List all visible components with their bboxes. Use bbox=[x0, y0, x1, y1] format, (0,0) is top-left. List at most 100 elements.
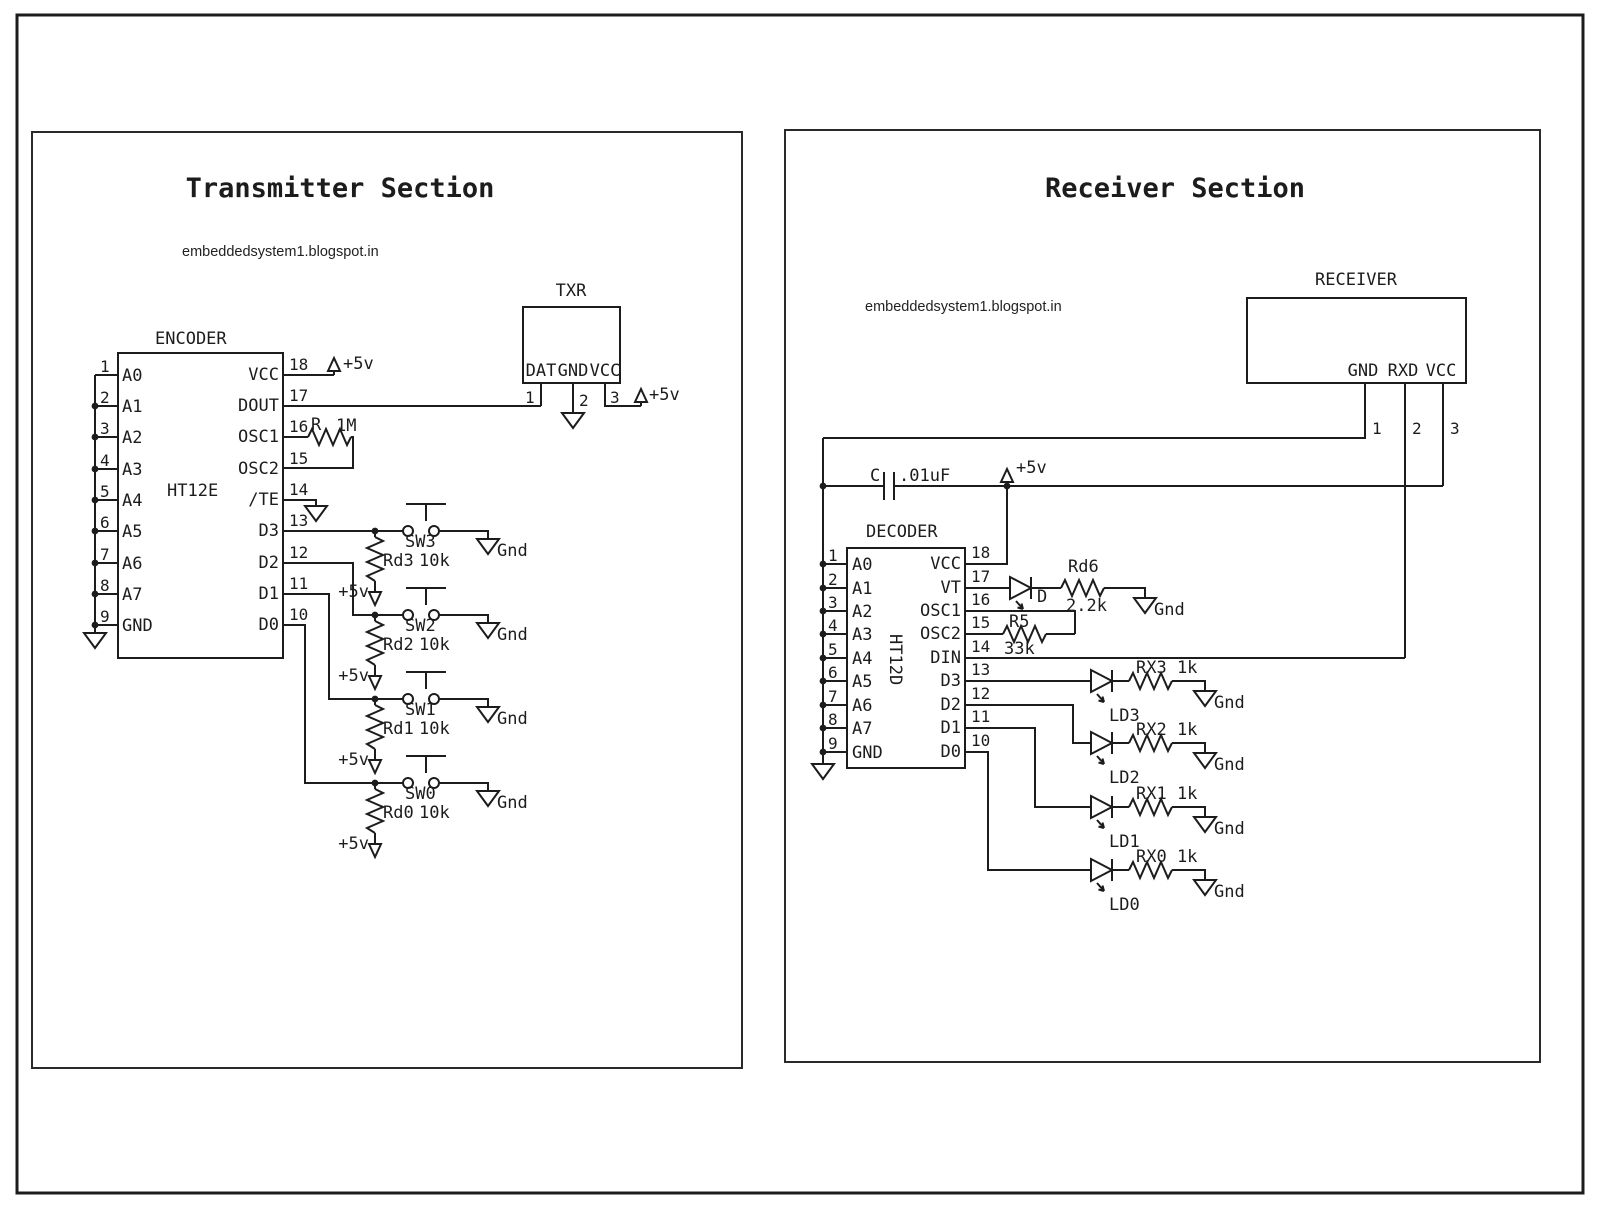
capacitor-name: C bbox=[870, 466, 880, 486]
resistor-label: RX1 1k bbox=[1136, 784, 1197, 804]
txr-pin-num: 3 bbox=[610, 388, 620, 407]
svg-text:12: 12 bbox=[289, 543, 308, 562]
svg-text:D0: D0 bbox=[259, 615, 279, 635]
gnd-label: Gnd bbox=[497, 793, 528, 813]
svg-text:A2: A2 bbox=[852, 602, 872, 622]
svg-text:8: 8 bbox=[828, 710, 838, 729]
receiver-border bbox=[784, 129, 1541, 1063]
svg-text:1: 1 bbox=[828, 546, 838, 565]
svg-text:A2: A2 bbox=[122, 428, 142, 448]
decoder-part-label: HT12D bbox=[885, 634, 905, 685]
svg-text:OSC2: OSC2 bbox=[920, 624, 961, 644]
pin: 2 A1 bbox=[823, 570, 872, 599]
ground-symbol bbox=[476, 706, 500, 723]
svg-text:4: 4 bbox=[828, 616, 838, 635]
resistor-name: Rd3 bbox=[383, 551, 414, 571]
encoder-part-label: HT12E bbox=[167, 481, 218, 501]
svg-text:5: 5 bbox=[828, 640, 838, 659]
resistor-name: Rd6 bbox=[1068, 557, 1099, 577]
svg-text:6: 6 bbox=[100, 513, 110, 532]
svg-text:10: 10 bbox=[971, 731, 990, 750]
led-symbol bbox=[1090, 731, 1113, 765]
capacitor-value: .01uF bbox=[899, 466, 950, 486]
resistor-name: Rd2 bbox=[383, 635, 414, 655]
svg-text:A1: A1 bbox=[852, 579, 872, 599]
led-symbol bbox=[1009, 576, 1032, 610]
power-arrow-icon bbox=[327, 357, 341, 376]
resistor-value: 10k bbox=[419, 551, 450, 571]
pull-resistor-symbol bbox=[366, 620, 384, 666]
power-arrow-icon bbox=[1000, 468, 1014, 487]
supply-rail: C .01uF +5v bbox=[819, 458, 1443, 565]
ground-symbol bbox=[1193, 816, 1217, 833]
svg-text:6: 6 bbox=[828, 663, 838, 682]
decoder-label: DECODER bbox=[866, 522, 938, 542]
rail-label: +5v bbox=[338, 750, 369, 770]
svg-text:2: 2 bbox=[828, 570, 838, 589]
rx-pin-num: 2 bbox=[1412, 419, 1422, 438]
pin: /TE 14 bbox=[248, 480, 308, 510]
svg-text:3: 3 bbox=[828, 593, 838, 612]
led-symbol bbox=[1090, 795, 1113, 829]
switch-row-sw1: +5v Rd1 10k SW1 Gnd bbox=[283, 593, 528, 774]
svg-text:DIN: DIN bbox=[930, 648, 961, 668]
svg-text:A5: A5 bbox=[122, 522, 142, 542]
resistor-name: R bbox=[311, 415, 322, 435]
svg-text:D3: D3 bbox=[941, 671, 961, 691]
svg-text:16: 16 bbox=[289, 417, 308, 436]
svg-text:3: 3 bbox=[100, 419, 110, 438]
led-label: LD0 bbox=[1109, 895, 1140, 915]
power-arrow-icon bbox=[368, 671, 382, 690]
switch-row-sw0: +5v Rd0 10k SW0 Gnd bbox=[283, 624, 528, 858]
txr-vcc-label: +5v bbox=[649, 385, 680, 405]
outer-border bbox=[15, 13, 1585, 1195]
led-symbol bbox=[1090, 858, 1113, 892]
svg-text:D2: D2 bbox=[259, 553, 279, 573]
txr-body bbox=[522, 306, 621, 384]
pin: D1 11 bbox=[941, 707, 991, 738]
switch-row-sw2: +5v Rd2 10k SW2 Gnd bbox=[283, 562, 528, 690]
encoder-body bbox=[117, 352, 284, 659]
svg-text:/TE: /TE bbox=[248, 490, 279, 510]
transmitter-border bbox=[31, 131, 743, 1069]
svg-text:14: 14 bbox=[971, 637, 990, 656]
ground-symbol bbox=[304, 505, 328, 522]
txr-pin-num: 2 bbox=[579, 391, 589, 410]
pin: 3 A2 bbox=[95, 419, 142, 448]
encoder-osc-resistor: R 1M bbox=[283, 415, 356, 469]
svg-text:A0: A0 bbox=[122, 366, 142, 386]
svg-text:A7: A7 bbox=[122, 585, 142, 605]
receiver-module-label: RECEIVER bbox=[1315, 270, 1398, 290]
svg-text:A6: A6 bbox=[852, 696, 872, 716]
svg-text:14: 14 bbox=[289, 480, 308, 499]
svg-text:17: 17 bbox=[971, 567, 990, 586]
led-row-ld0: RX0 1k Gnd LD0 bbox=[965, 751, 1245, 915]
gnd-label: Gnd bbox=[1214, 819, 1245, 839]
pull-resistor-symbol bbox=[366, 788, 384, 834]
svg-text:A6: A6 bbox=[122, 554, 142, 574]
pin: 3 A2 bbox=[823, 593, 872, 622]
vcc-label: +5v bbox=[343, 354, 374, 374]
svg-text:11: 11 bbox=[971, 707, 990, 726]
svg-text:D1: D1 bbox=[941, 718, 961, 738]
resistor-value: 10k bbox=[419, 635, 450, 655]
resistor-label: RX0 1k bbox=[1136, 847, 1197, 867]
switch-row-sw3: +5v Rd3 10k SW3 Gnd bbox=[283, 503, 528, 606]
gnd-label: Gnd bbox=[1214, 755, 1245, 775]
svg-text:VCC: VCC bbox=[930, 554, 961, 574]
led-symbol bbox=[1090, 669, 1113, 703]
resistor-symbol bbox=[1060, 579, 1105, 597]
